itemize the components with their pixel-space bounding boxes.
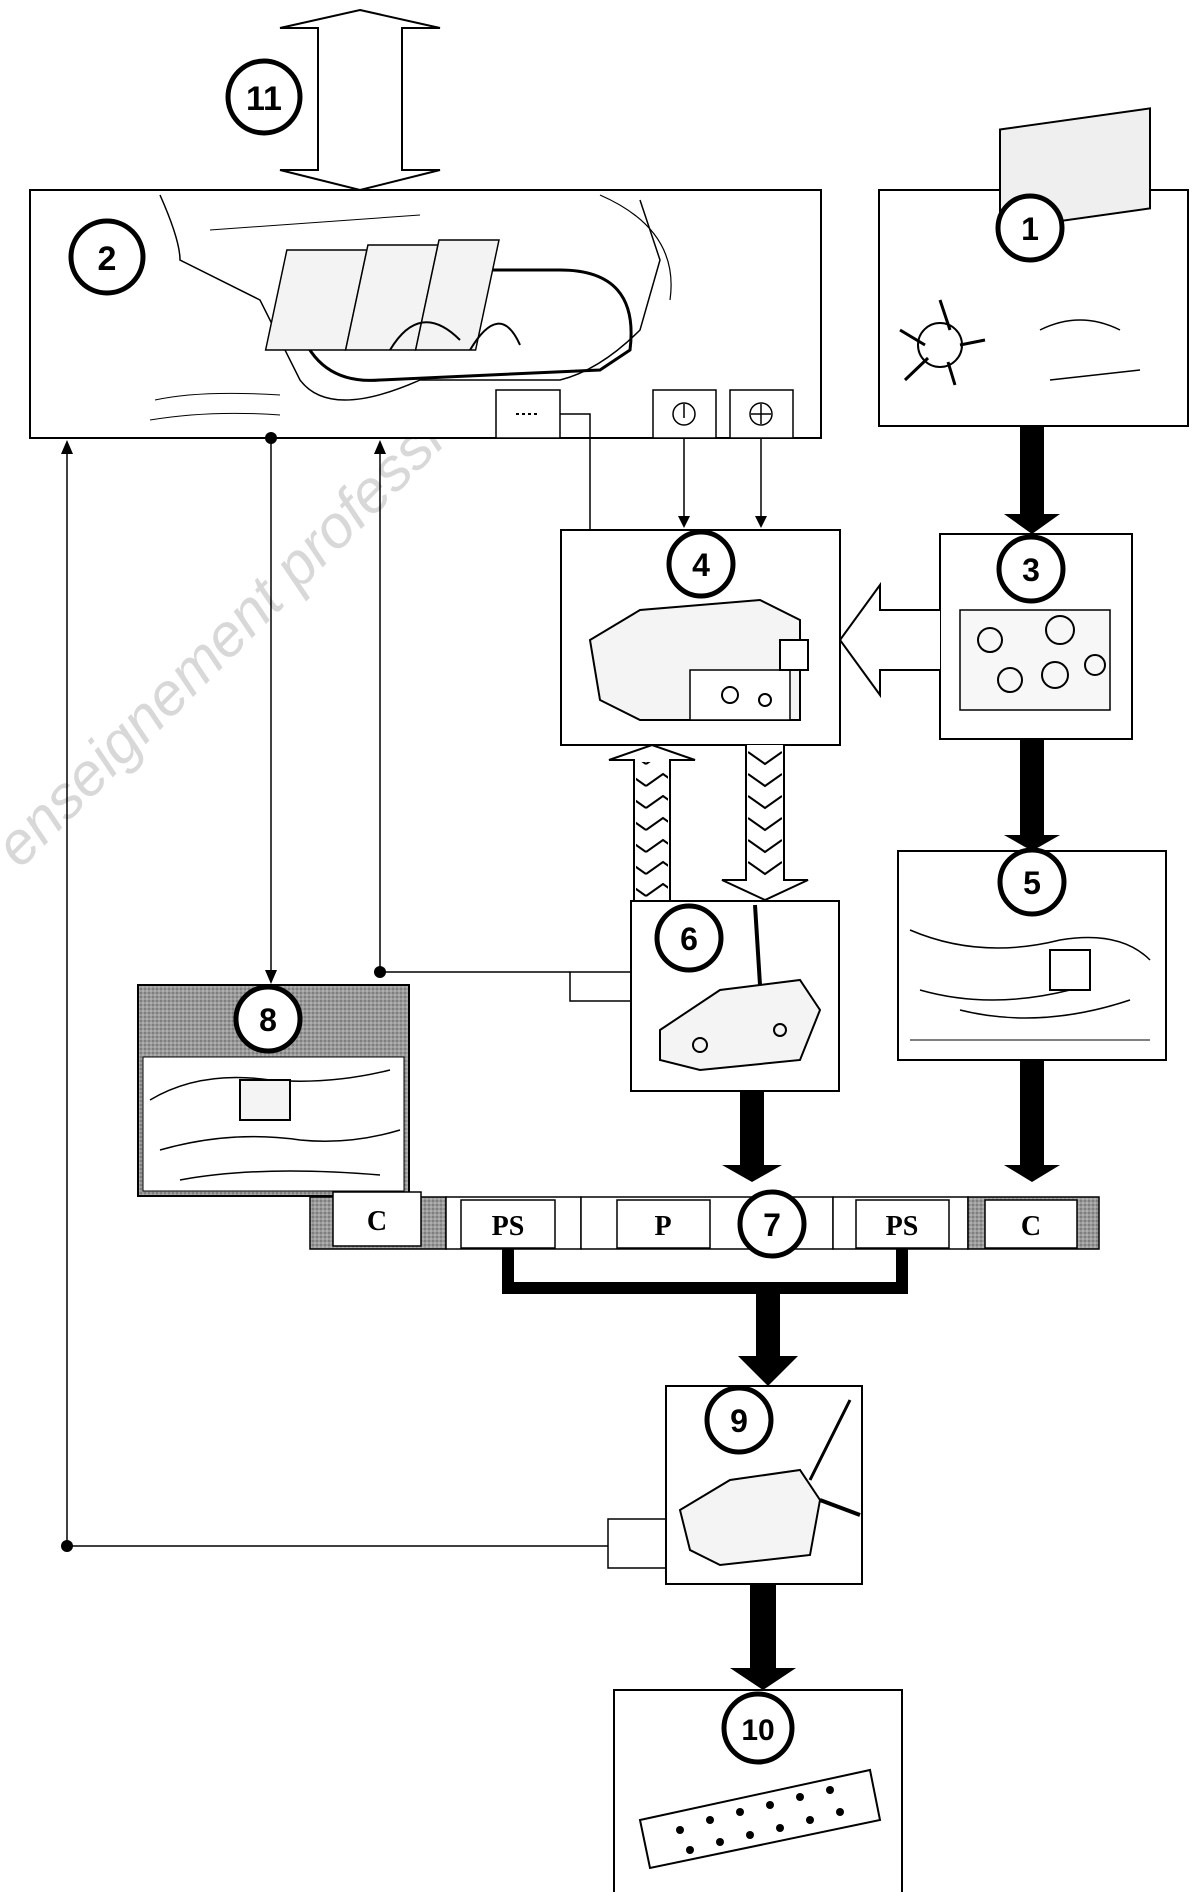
svg-text:PS: PS [492, 1211, 525, 1242]
label-3: 3 [999, 537, 1063, 601]
sensor-bracket-9 [608, 1519, 666, 1568]
bar-label-c-right: C [985, 1200, 1077, 1248]
svg-text:11: 11 [246, 80, 282, 118]
svg-text:C: C [367, 1206, 387, 1237]
label-6: 6 [657, 906, 721, 970]
label-10: 10 [724, 1694, 792, 1762]
svg-text:C: C [1021, 1211, 1041, 1242]
label-4: 4 [669, 532, 733, 596]
svg-text:7: 7 [763, 1207, 781, 1243]
label-9: 9 [707, 1388, 771, 1452]
svg-text:6: 6 [680, 921, 698, 957]
label-2: 2 [71, 221, 143, 293]
bar-label-p: P [617, 1200, 710, 1248]
svg-text:2: 2 [98, 240, 117, 278]
hydraulic-feed-arrow [722, 745, 808, 900]
sensor-bracket-6 [570, 972, 631, 1001]
bar-label-c-left: C [333, 1192, 421, 1246]
drive-arrow-1-3 [1004, 426, 1060, 534]
svg-text:5: 5 [1023, 865, 1041, 901]
pump-symbol-icon [653, 390, 716, 438]
drive-arrow-5-7 [1004, 1060, 1060, 1182]
drive-arrow-9-10 [730, 1584, 796, 1690]
label-11: 11 [228, 61, 300, 133]
collector-ps-to-9 [508, 1248, 902, 1386]
svg-text:PS: PS [886, 1211, 919, 1242]
label-1: 1 [998, 196, 1062, 260]
drive-arrow-3-4 [840, 585, 940, 695]
label-7: 7 [740, 1192, 804, 1256]
transfer-arrow-11 [280, 10, 440, 190]
hydraulic-return-arrow [609, 745, 695, 900]
label-5: 5 [1000, 850, 1064, 914]
signal-line-2-to-8 [265, 432, 277, 984]
svg-text:8: 8 [259, 1002, 277, 1038]
svg-text:9: 9 [730, 1403, 748, 1439]
svg-text:10: 10 [741, 1714, 774, 1747]
svg-text:4: 4 [692, 547, 710, 583]
signal-line-6-to-2 [374, 440, 570, 978]
drive-arrow-6-7 [722, 1091, 782, 1182]
box-1-engine [879, 108, 1188, 426]
drive-arrow-3-5 [1004, 739, 1060, 851]
label-8: 8 [236, 987, 300, 1051]
bar-label-ps-right: PS [856, 1200, 949, 1248]
svg-text:P: P [654, 1211, 671, 1242]
pump-symbol-icon [730, 390, 793, 438]
svg-text:3: 3 [1022, 552, 1040, 588]
svg-text:1: 1 [1021, 211, 1039, 247]
bar-label-ps-left: PS [461, 1200, 555, 1248]
minus-icon [496, 390, 560, 438]
